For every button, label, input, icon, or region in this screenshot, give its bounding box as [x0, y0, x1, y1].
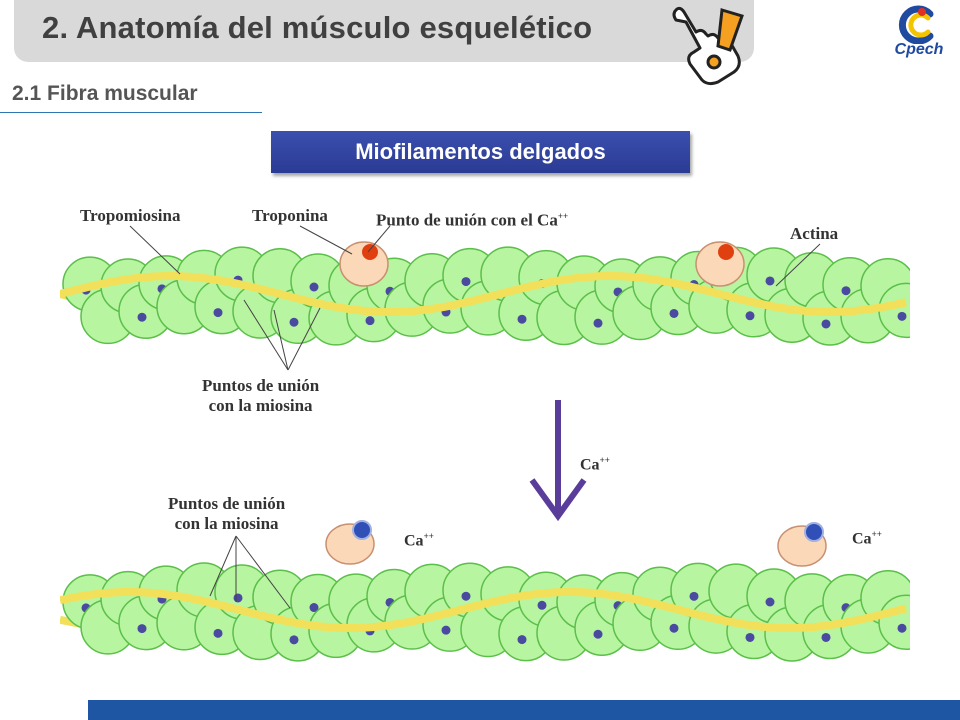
myosin-binding-site [765, 276, 775, 286]
myosin-binding-site [289, 635, 299, 645]
footer-bar [88, 700, 960, 720]
label-puntos-union-bottom: Puntos de unión con la miosina [168, 494, 285, 534]
label-ca-right: Ca++ [852, 529, 882, 548]
slide-title: 2. Anatomía del músculo esquelético [42, 10, 593, 45]
top-filament [59, 241, 934, 346]
bottom-filament [59, 520, 934, 662]
calcium-ion [804, 522, 824, 542]
myosin-binding-site [233, 593, 243, 603]
header-bar [14, 0, 754, 62]
label-troponina: Troponina [252, 206, 328, 225]
myosin-binding-site [669, 308, 679, 318]
leader-line [299, 225, 353, 255]
label-ca-left: Ca++ [404, 531, 434, 550]
label-puntos-union-top: Puntos de unión con la miosina [202, 376, 319, 416]
myosin-binding-site [137, 312, 147, 322]
leader-line [287, 307, 321, 371]
myosin-binding-site [897, 623, 907, 633]
label-puntos-union-bottom-line1: Puntos de unión [168, 494, 286, 513]
myosin-binding-site [137, 624, 147, 634]
label-ca-arrow: Ca++ [580, 455, 610, 474]
thin-myofilament-diagram: Tropomiosina Troponina Punto de unión co… [59, 190, 934, 680]
myosin-binding-site [289, 317, 299, 327]
myosin-binding-site [213, 308, 223, 318]
calcium-binding-site [718, 244, 734, 260]
subtitle-underline [0, 112, 262, 113]
section-subtitle: 2.1 Fibra muscular [12, 82, 198, 105]
myosin-binding-site [821, 319, 831, 329]
myosin-binding-site [213, 628, 223, 638]
myosin-binding-site [537, 600, 547, 610]
myosin-binding-site [765, 597, 775, 607]
myosin-binding-site [461, 591, 471, 601]
myosin-binding-site [593, 318, 603, 328]
calcium-binding-site [362, 244, 378, 260]
section-banner: Miofilamentos delgados [271, 131, 690, 173]
myosin-binding-site [517, 314, 527, 324]
label-puntos-union-bottom-line2: con la miosina [174, 514, 279, 533]
tropomyosin-strand [59, 587, 907, 632]
pointing-hand-icon [672, 6, 744, 86]
calcium-arrow [529, 400, 587, 522]
cpech-logo-icon [898, 5, 934, 45]
myosin-binding-site [745, 311, 755, 321]
leader-line [243, 299, 289, 371]
label-puntos-union-top-line2: con la miosina [208, 396, 313, 415]
myosin-binding-site [841, 286, 851, 296]
myosin-binding-site [669, 623, 679, 633]
label-actina: Actina [790, 224, 839, 243]
leader-line [273, 309, 289, 371]
myosin-binding-site [365, 316, 375, 326]
tropomyosin-strand [59, 272, 907, 317]
myosin-binding-site [593, 629, 603, 639]
myosin-binding-site [689, 591, 699, 601]
myosin-binding-site [441, 625, 451, 635]
label-tropomiosina: Tropomiosina [80, 206, 181, 225]
diagram-canvas [59, 225, 934, 662]
myosin-binding-site [745, 632, 755, 642]
leader-line [209, 535, 237, 597]
logo-text: Cpech [894, 41, 944, 58]
calcium-ion [352, 520, 372, 540]
label-puntos-union-top-line1: Puntos de unión [202, 376, 320, 395]
cpech-logo: Cpech [884, 4, 954, 66]
myosin-binding-site [821, 632, 831, 642]
myosin-binding-site [309, 603, 319, 613]
myosin-binding-site [309, 282, 319, 292]
myosin-binding-site [517, 635, 527, 645]
label-leader-lines [129, 225, 821, 609]
leader-line [367, 225, 391, 253]
leader-line [235, 535, 291, 609]
label-punto-union-ca: Punto de unión con el Ca++ [376, 210, 569, 230]
myosin-binding-site [897, 311, 907, 321]
myosin-binding-site [461, 277, 471, 287]
leader-line [129, 225, 181, 275]
leader-line [775, 243, 821, 287]
